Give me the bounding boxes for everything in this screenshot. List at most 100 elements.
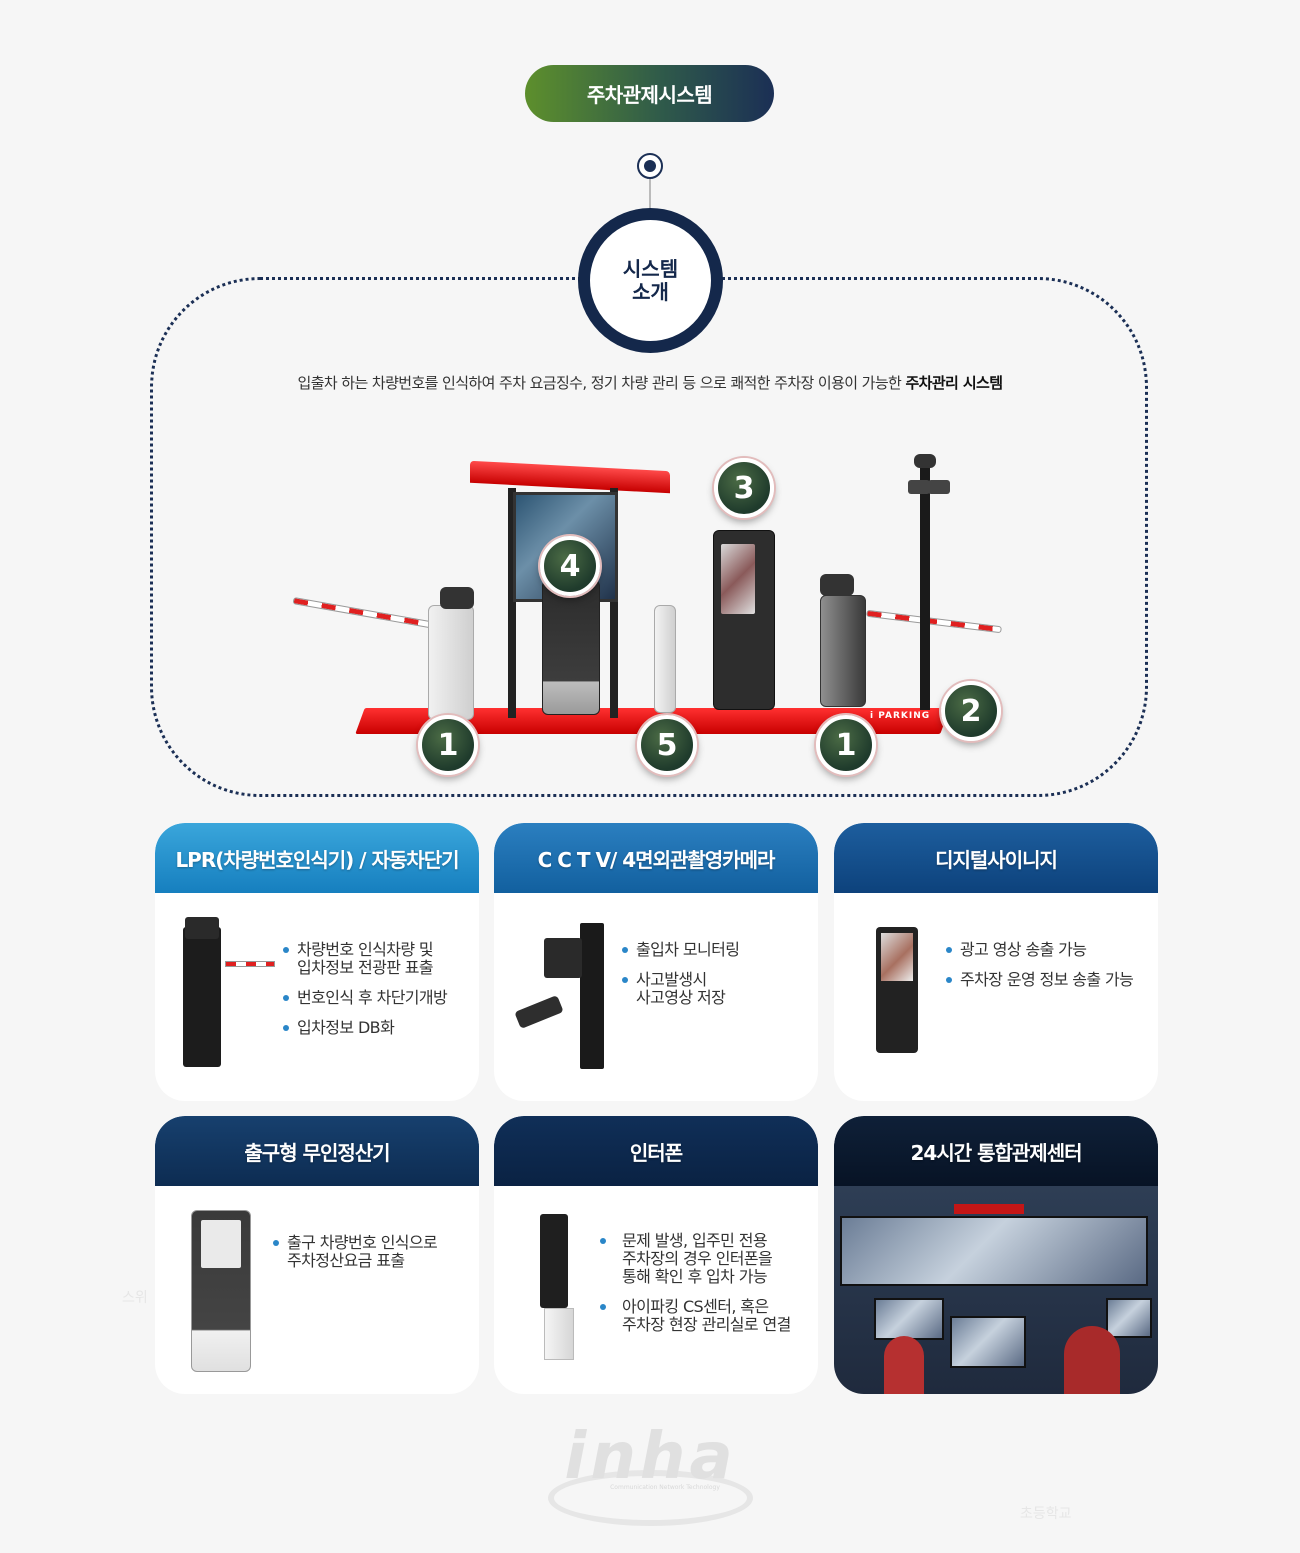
right-barrier-arm — [866, 609, 1002, 634]
list-item: 광고 영상 송출 가능 — [946, 941, 1133, 959]
card-cctv-bullets: 출입차 모니터링 사고발생시 사고영상 저장 — [622, 940, 740, 1019]
cctv-arm-image — [544, 938, 582, 978]
badge-intercom: 5 — [637, 715, 697, 775]
card-signage-title: 디지털사이니지 — [834, 823, 1158, 893]
card-intercom-title: 인터폰 — [494, 1116, 818, 1186]
system-description-bold: 주차관리 시스템 — [905, 374, 1003, 392]
list-item: 번호인식 후 차단기개방 — [283, 988, 448, 1007]
badge-lpr-left: 1 — [418, 715, 478, 775]
badge-lpr-right: 1 — [816, 715, 876, 775]
card-exit-kiosk-bullets: 출구 차량번호 인식으로 주차정산요금 표출 — [273, 1233, 438, 1282]
intro-circle: 시스템 소개 — [578, 208, 723, 353]
bullet-line: 출입차 모니터링 — [636, 940, 740, 959]
intro-circle-line1: 시스템 — [622, 256, 679, 281]
cctv-pole-top — [914, 454, 936, 468]
bullet-line: 주차장의 경우 인터폰을 — [622, 1249, 773, 1268]
exit-kiosk-screen — [201, 1220, 241, 1268]
video-wall — [840, 1216, 1148, 1286]
list-item: 입차정보 DB화 — [283, 1019, 447, 1037]
bullet-line: 출구 차량번호 인식으로 — [287, 1233, 438, 1252]
cctv-camera-right — [928, 480, 950, 494]
card-intercom-body: 문제 발생, 입주민 전용 주차장의 경우 인터폰을 통해 확인 후 입차 가능… — [494, 1186, 818, 1394]
left-barrier-arm — [292, 597, 442, 630]
signage-screen — [721, 544, 755, 614]
card-control-center-title: 24시간 통합관제센터 — [834, 1116, 1158, 1186]
desk-monitor-center — [950, 1316, 1026, 1368]
list-item: 문제 발생, 입주민 전용 주차장의 경우 인터폰을 통해 확인 후 입차 가능 — [600, 1232, 791, 1286]
lpr-arm-image — [225, 961, 275, 967]
target-dot-icon — [637, 153, 663, 179]
bullet-line: 차량번호 인식차량 및 — [297, 940, 434, 959]
badge-signage: 3 — [714, 458, 774, 518]
cctv-pole — [920, 460, 930, 710]
cctv-camera-left — [908, 480, 930, 494]
card-lpr-title: LPR(차량번호인식기) / 자동차단기 — [155, 823, 479, 893]
badge-cctv: 2 — [941, 681, 1001, 741]
system-description-text: 입출차 하는 차량번호를 인식하여 주차 요금징수, 정기 차량 관리 등 으로… — [297, 374, 906, 392]
canopy-post-left — [508, 488, 516, 718]
left-lpr-camera — [440, 587, 474, 609]
bullet-line: 통해 확인 후 입차 가능 — [622, 1267, 768, 1286]
bullet-line: 번호인식 후 차단기개방 — [297, 988, 448, 1007]
faint-text-right: 초등학교 — [1020, 1506, 1072, 1522]
canopy-post-right — [610, 488, 618, 718]
watermark-logo: inha — [564, 1420, 737, 1494]
operator-left — [884, 1336, 924, 1394]
bullet-line: 사고발생시 — [636, 970, 707, 989]
lpr-device-image — [183, 927, 221, 1067]
connector-line — [649, 179, 651, 209]
payment-kiosk — [542, 580, 600, 715]
card-control-center: 24시간 통합관제센터 — [834, 1116, 1158, 1394]
bullet-line: 주차장 현장 관리실로 연결 — [622, 1315, 791, 1334]
card-lpr-bullets: 차량번호 인식차량 및 입차정보 전광판 표출 번호인식 후 차단기개방 입차정… — [283, 941, 448, 1049]
operator-right — [1064, 1326, 1120, 1394]
bullet-line: 사고영상 저장 — [636, 988, 726, 1007]
cctv-pole-image — [580, 923, 604, 1069]
list-item: 주차장 운영 정보 송출 가능 — [946, 970, 1134, 989]
list-item: 출입차 모니터링 — [622, 940, 740, 959]
lpr-camera-image — [185, 917, 219, 939]
card-intercom-bullets: 문제 발생, 입주민 전용 주차장의 경우 인터폰을 통해 확인 후 입차 가능… — [600, 1232, 791, 1346]
card-exit-kiosk: 출구형 무인정산기 출구 차량번호 인식으로 주차정산요금 표출 — [155, 1116, 479, 1394]
right-lpr-gate — [820, 595, 866, 707]
card-exit-kiosk-title: 출구형 무인정산기 — [155, 1116, 479, 1186]
watermark-subtitle: Communication Network Technology — [610, 1484, 720, 1491]
right-lpr-camera — [820, 574, 854, 596]
watermark-ring — [548, 1470, 753, 1526]
kiosk-canopy — [470, 460, 670, 494]
card-signage-body: 광고 영상 송출 가능 주차장 운영 정보 송출 가능 — [834, 893, 1158, 1101]
bullet-line: 주차장 운영 정보 송출 가능 — [960, 970, 1134, 989]
intercom-unit — [654, 605, 676, 713]
bullet-line: 입차정보 DB화 — [297, 1018, 395, 1037]
list-item: 출구 차량번호 인식으로 주차정산요금 표출 — [273, 1233, 438, 1270]
signage-screen-image — [881, 933, 913, 981]
card-intercom: 인터폰 문제 발생, 입주민 전용 주차장의 경우 인터폰을 통해 확인 후 입… — [494, 1116, 818, 1394]
faint-text-left: 스위 — [122, 1290, 148, 1306]
page-title: 주차관제시스템 — [525, 65, 774, 122]
bullet-line: 아이파킹 CS센터, 혹은 — [622, 1297, 769, 1316]
brand-sign — [954, 1204, 1024, 1214]
list-item: 사고발생시 사고영상 저장 — [622, 971, 739, 1007]
card-cctv: C C T V/ 4면외관촬영카메라 출입차 모니터링 사고발생시 사고영상 저… — [494, 823, 818, 1101]
control-center-photo — [834, 1186, 1158, 1394]
card-cctv-title: C C T V/ 4면외관촬영카메라 — [494, 823, 818, 893]
list-item: 차량번호 인식차량 및 입차정보 전광판 표출 — [283, 941, 447, 977]
desk-monitor-right — [1106, 1298, 1152, 1338]
bullet-line: 주차정산요금 표출 — [287, 1251, 405, 1270]
system-description: 입출차 하는 차량번호를 인식하여 주차 요금징수, 정기 차량 관리 등 으로… — [150, 372, 1150, 393]
card-cctv-body: 출입차 모니터링 사고발생시 사고영상 저장 — [494, 893, 818, 1101]
bullet-line: 문제 발생, 입주민 전용 — [622, 1231, 768, 1250]
desk-monitor-left — [874, 1298, 944, 1340]
list-item: 아이파킹 CS센터, 혹은 주차장 현장 관리실로 연결 — [600, 1298, 791, 1334]
intro-circle-line2: 소개 — [632, 279, 669, 304]
bullet-line: 광고 영상 송출 가능 — [960, 940, 1087, 959]
card-lpr-body: 차량번호 인식차량 및 입차정보 전광판 표출 번호인식 후 차단기개방 입차정… — [155, 893, 479, 1101]
intercom-image — [540, 1214, 568, 1308]
badge-kiosk: 4 — [540, 536, 600, 596]
platform-brand-label: i PARKING — [870, 711, 931, 721]
card-signage-bullets: 광고 영상 송출 가능 주차장 운영 정보 송출 가능 — [946, 941, 1134, 1001]
intercom-base-image — [544, 1308, 574, 1360]
card-exit-kiosk-body: 출구 차량번호 인식으로 주차정산요금 표출 — [155, 1186, 479, 1394]
card-signage: 디지털사이니지 광고 영상 송출 가능 주차장 운영 정보 송출 가능 — [834, 823, 1158, 1101]
left-lpr-gate — [428, 605, 474, 720]
